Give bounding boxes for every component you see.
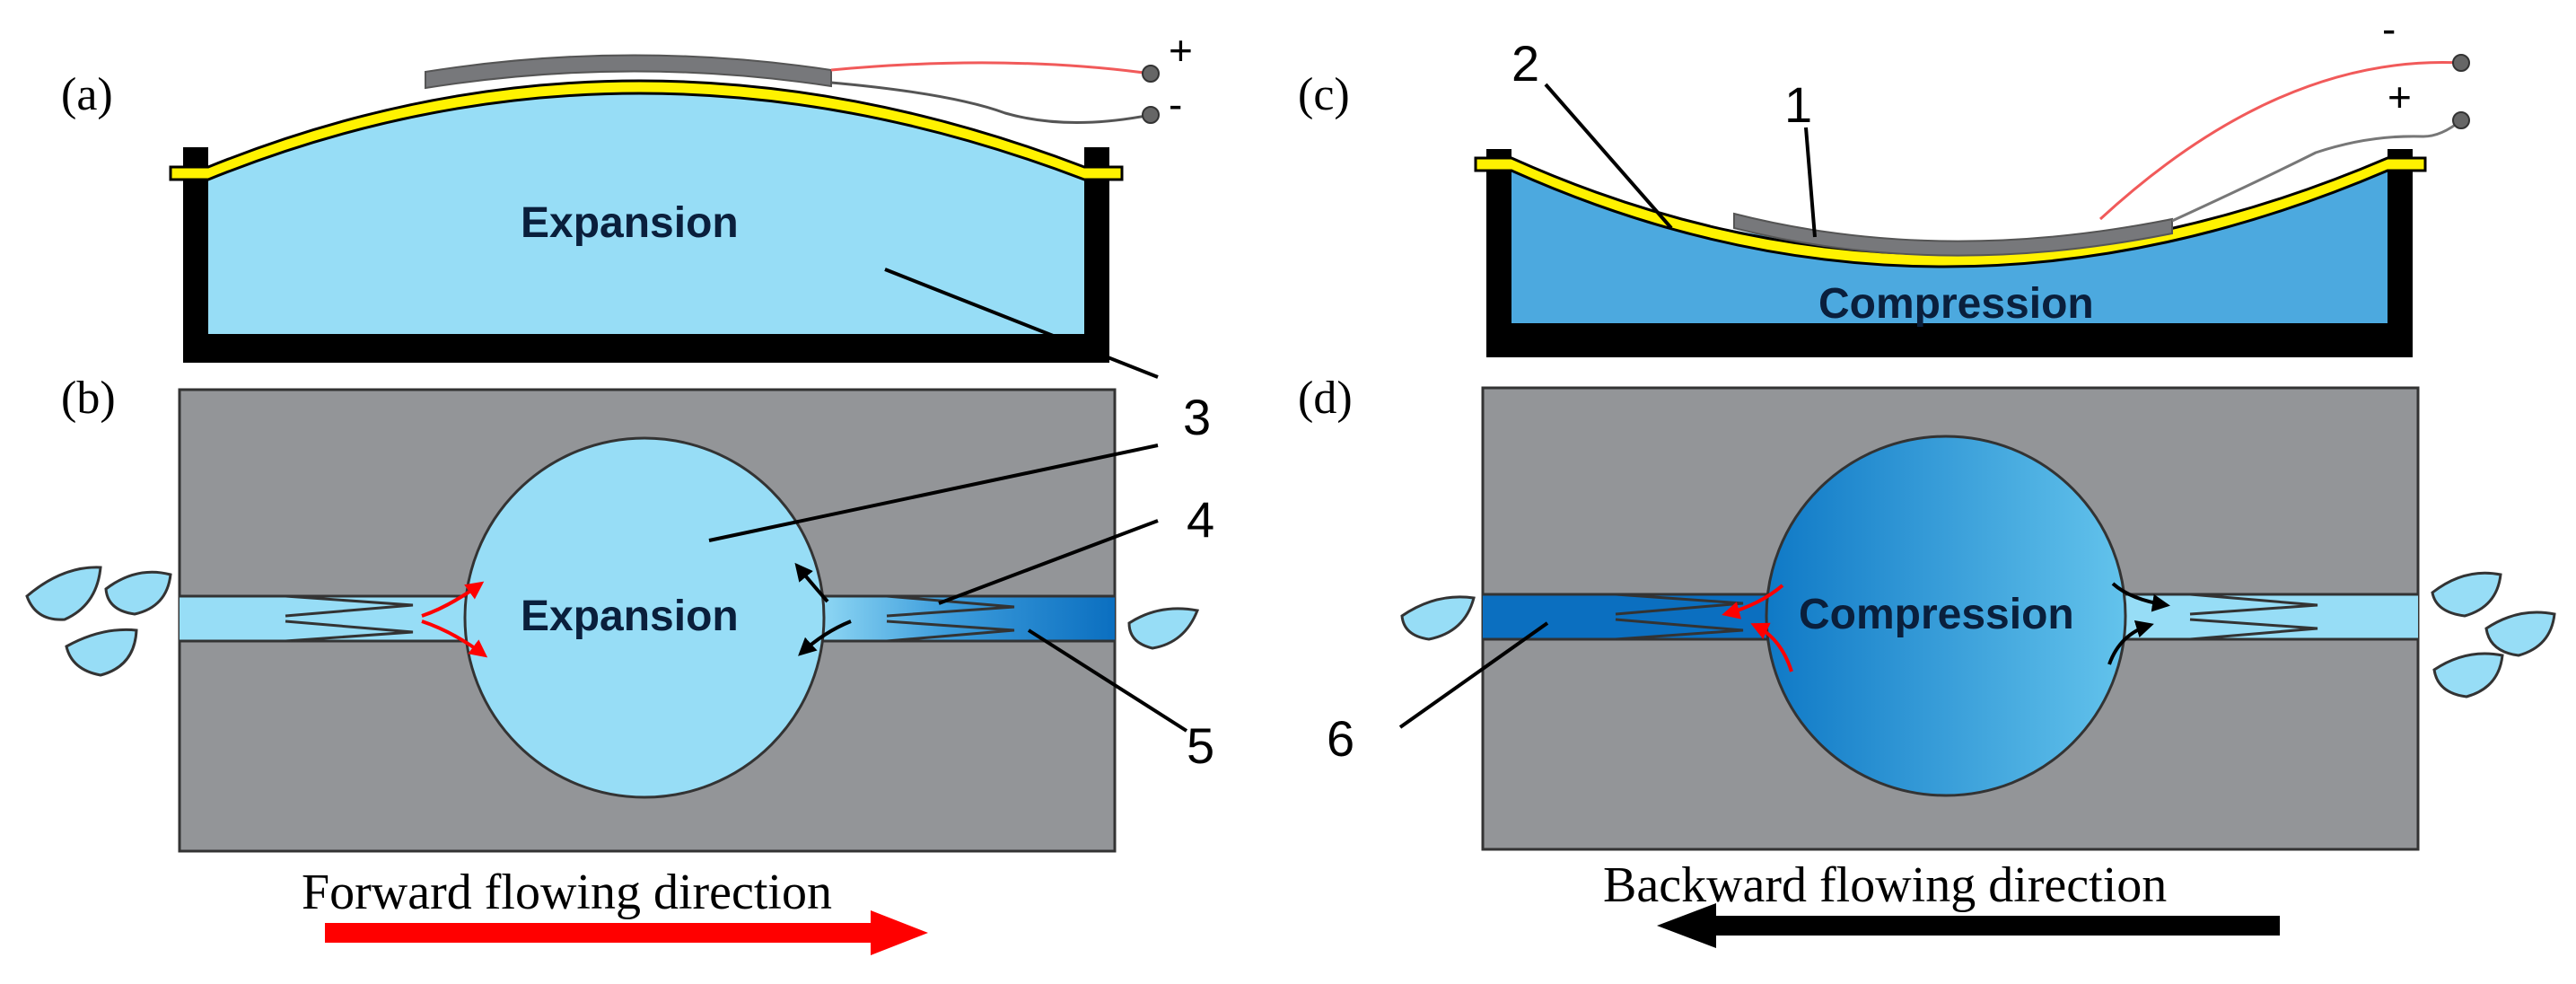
panel-c: (c) - + Compression [1298, 5, 2470, 357]
inlet-channel-d [1483, 594, 1786, 639]
minus-sign-a: - [1169, 81, 1182, 127]
panel-d: (d) Compression Backward flowing directi… [1298, 373, 2556, 948]
outlet-channel-b [808, 596, 1115, 641]
valve-barbs-right-b [886, 594, 1015, 643]
wire-positive-c [2098, 60, 2462, 221]
leader-line-5 [1027, 628, 1188, 733]
pump-frame-a [183, 147, 1109, 363]
outlet-channel-d [2109, 594, 2418, 639]
minus-sign-c: - [2382, 5, 2396, 52]
leader-line-3a [884, 268, 1159, 379]
droplet-d-4 [2432, 652, 2504, 698]
flow-arrow-in-bottom-b [421, 619, 488, 658]
flow-arrow-out-top-b [794, 562, 829, 603]
callout-1: 1 [1784, 76, 1812, 133]
panel-c-label: (c) [1298, 69, 1350, 120]
state-text-c: Compression [1818, 280, 2094, 328]
state-text-a: Expansion [521, 199, 739, 247]
droplet-b-4 [1127, 607, 1200, 650]
pump-chamber-d [1765, 435, 2127, 797]
wire-negative-a [830, 81, 1152, 125]
inlet-channel-b [180, 596, 485, 641]
terminal-positive-a [1142, 65, 1160, 83]
forward-arrow [325, 910, 928, 955]
terminal-plus-c [2452, 111, 2470, 129]
flow-arrow-out-bottom-b [798, 619, 852, 656]
terminal-minus-c [2452, 54, 2470, 72]
state-text-b: Expansion [521, 593, 739, 640]
callouts: 1 2 3 4 5 6 [708, 35, 1817, 774]
piezo-disc-a [425, 54, 832, 90]
leader-line-1 [1804, 127, 1817, 238]
panel-a-label: (a) [61, 69, 113, 120]
state-text-d: Compression [1799, 591, 2074, 638]
leader-line-4 [938, 519, 1159, 605]
valve-barbs-left-b [285, 594, 414, 643]
fluid-chamber-c [1511, 167, 2388, 323]
valve-barbs-right-d [2189, 593, 2318, 641]
droplet-b-1 [25, 566, 102, 621]
callout-4: 4 [1187, 491, 1214, 548]
backward-arrow [1657, 903, 2280, 948]
droplet-d-1 [1400, 595, 1476, 641]
wire-positive-a [830, 61, 1152, 75]
flow-arrow-back-bottom-d [1750, 622, 1793, 672]
valve-barbs-left-d [1615, 593, 1744, 641]
flow-arrow-back-top-d [1722, 584, 1784, 619]
droplet-b-3 [65, 628, 138, 677]
droplet-b-2 [104, 570, 172, 616]
leader-line-6 [1398, 621, 1549, 729]
leader-line-3b [708, 444, 1159, 542]
direction-text-d: Backward flowing direction [1603, 857, 2167, 913]
membrane-c [1474, 156, 2427, 268]
flow-arrow-in-top-b [421, 581, 485, 618]
flow-arrow-fwd-top-d [2111, 582, 2170, 612]
callout-3: 3 [1183, 389, 1211, 445]
flow-arrow-fwd-bottom-d [2107, 619, 2154, 665]
pump-chamber-b [463, 436, 826, 799]
panel-b-label: (b) [61, 373, 116, 424]
plus-sign-c: + [2388, 74, 2412, 120]
membrane-a [169, 79, 1124, 181]
callout-5: 5 [1187, 717, 1214, 774]
leader-line-2 [1544, 83, 1673, 230]
panel-d-label: (d) [1298, 373, 1353, 424]
terminal-negative-a [1142, 106, 1160, 124]
direction-text-b: Forward flowing direction [302, 865, 832, 920]
callout-2: 2 [1511, 35, 1539, 92]
droplet-d-2 [2431, 571, 2502, 618]
droplet-d-3 [2484, 611, 2556, 657]
wire-negative-c [2171, 119, 2462, 223]
panel-a: (a) + - Expansion [61, 27, 1193, 363]
fluid-chamber-a [208, 86, 1084, 334]
pump-frame-c [1486, 149, 2413, 357]
panel-b: (b) Expansion Forward flowing direction [25, 373, 1200, 955]
piezo-disc-c [1733, 212, 2173, 257]
plus-sign-a: + [1169, 27, 1193, 74]
callout-6: 6 [1327, 710, 1354, 767]
